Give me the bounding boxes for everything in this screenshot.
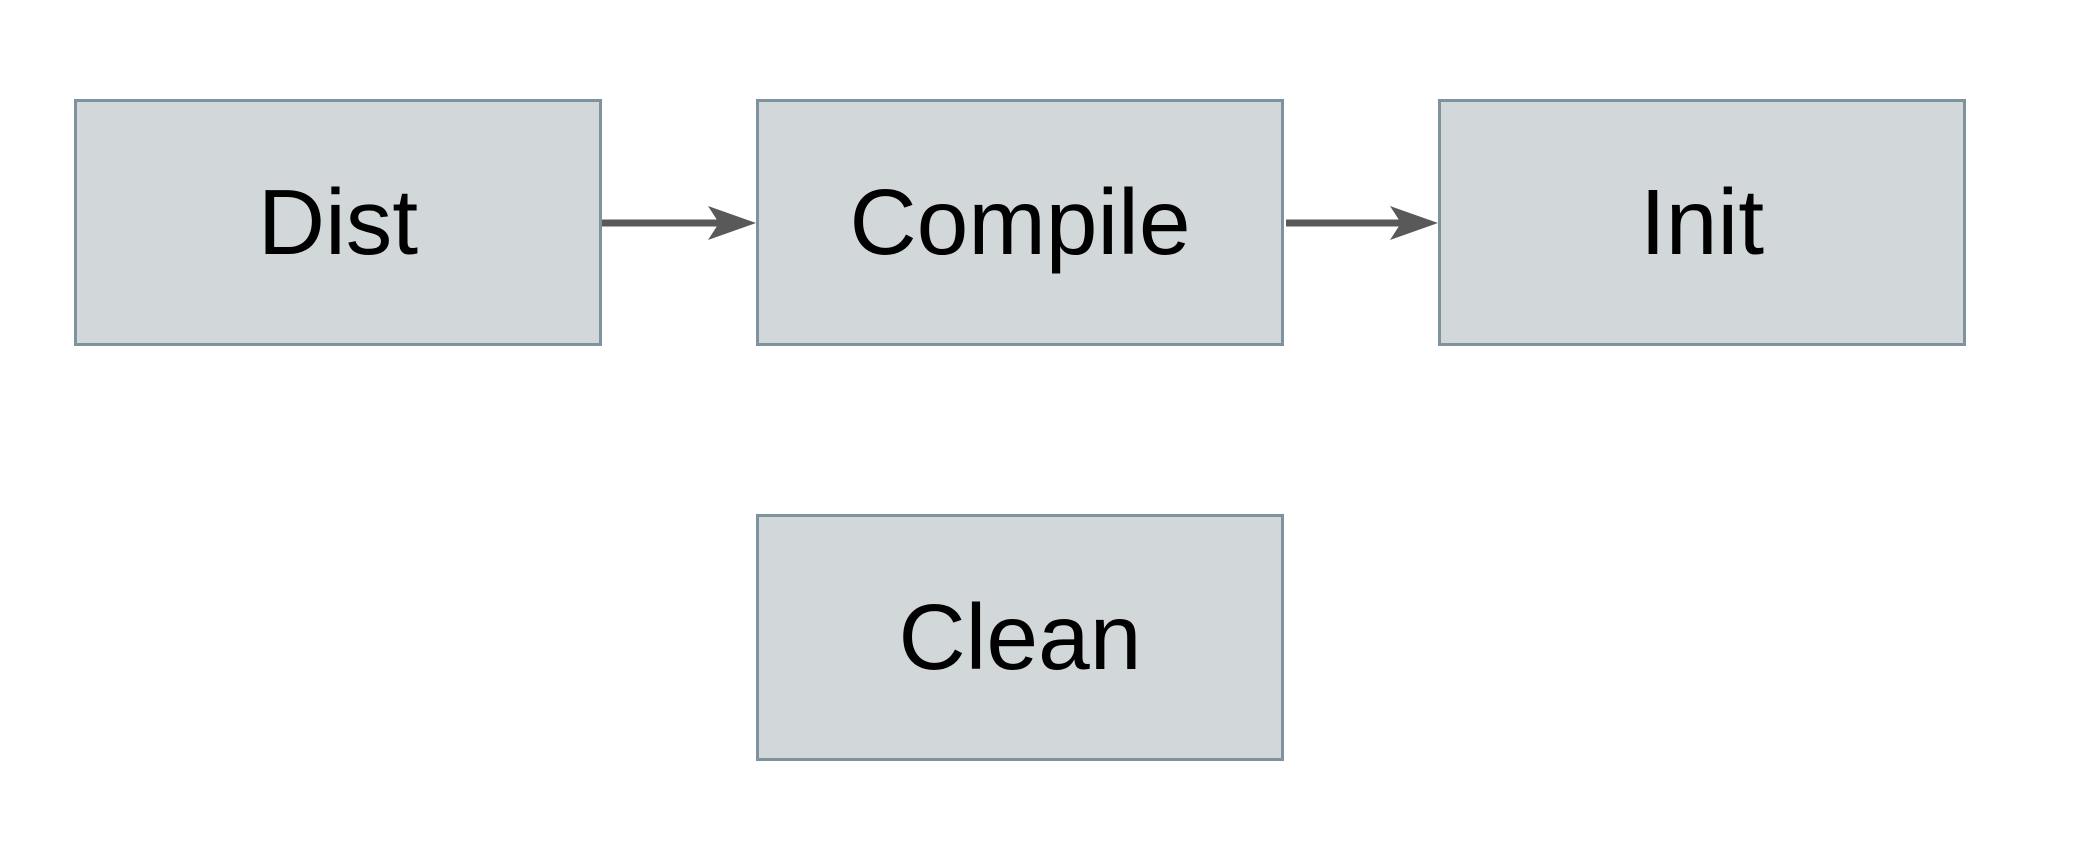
node-compile-label: Compile bbox=[849, 170, 1191, 274]
node-init-label: Init bbox=[1639, 170, 1765, 274]
node-clean: Clean bbox=[756, 514, 1284, 761]
node-init: Init bbox=[1438, 99, 1966, 346]
arrow-compile-to-init bbox=[1286, 206, 1438, 240]
node-dist: Dist bbox=[74, 99, 602, 346]
node-compile: Compile bbox=[756, 99, 1284, 346]
node-clean-label: Clean bbox=[898, 585, 1142, 689]
node-dist-label: Dist bbox=[257, 170, 419, 274]
arrow-dist-to-compile bbox=[602, 206, 756, 240]
